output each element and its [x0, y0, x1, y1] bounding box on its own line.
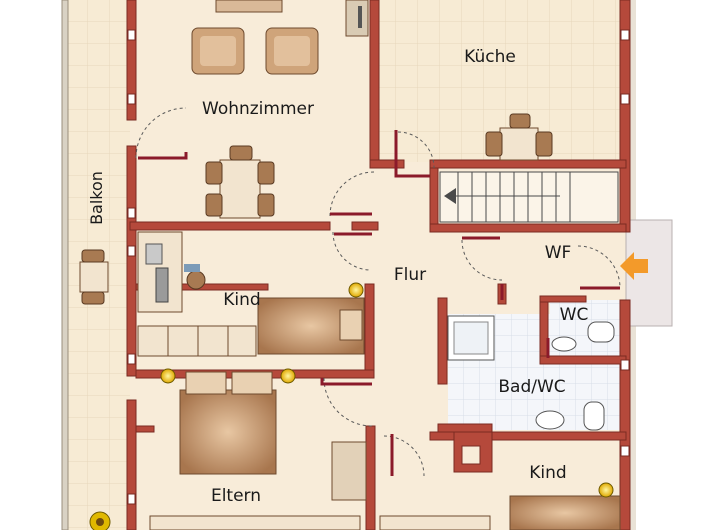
label-kind-oben: Kind	[223, 290, 260, 310]
label-bad-wc: Bad/WC	[498, 377, 565, 397]
entrance-arrow-icon	[620, 252, 648, 280]
bad-fixtures	[447, 315, 615, 431]
label-wc: WC	[560, 305, 589, 325]
label-eltern: Eltern	[211, 486, 261, 506]
label-kueche: Küche	[464, 47, 516, 67]
staircase	[439, 171, 619, 223]
kueche-furniture	[485, 113, 553, 161]
label-kind-unten: Kind	[529, 463, 566, 483]
label-balkon: Balkon	[87, 171, 106, 225]
walls	[126, 0, 631, 530]
label-wohnzimmer: Wohnzimmer	[202, 99, 314, 119]
kind-oben-furniture	[137, 231, 365, 357]
eltern-furniture	[149, 368, 367, 530]
kind-unten-furniture	[379, 482, 621, 530]
wohnzimmer-furniture	[191, 0, 369, 219]
balkon-furniture	[79, 249, 111, 530]
label-wf: WF	[545, 243, 572, 263]
label-flur: Flur	[394, 265, 426, 285]
